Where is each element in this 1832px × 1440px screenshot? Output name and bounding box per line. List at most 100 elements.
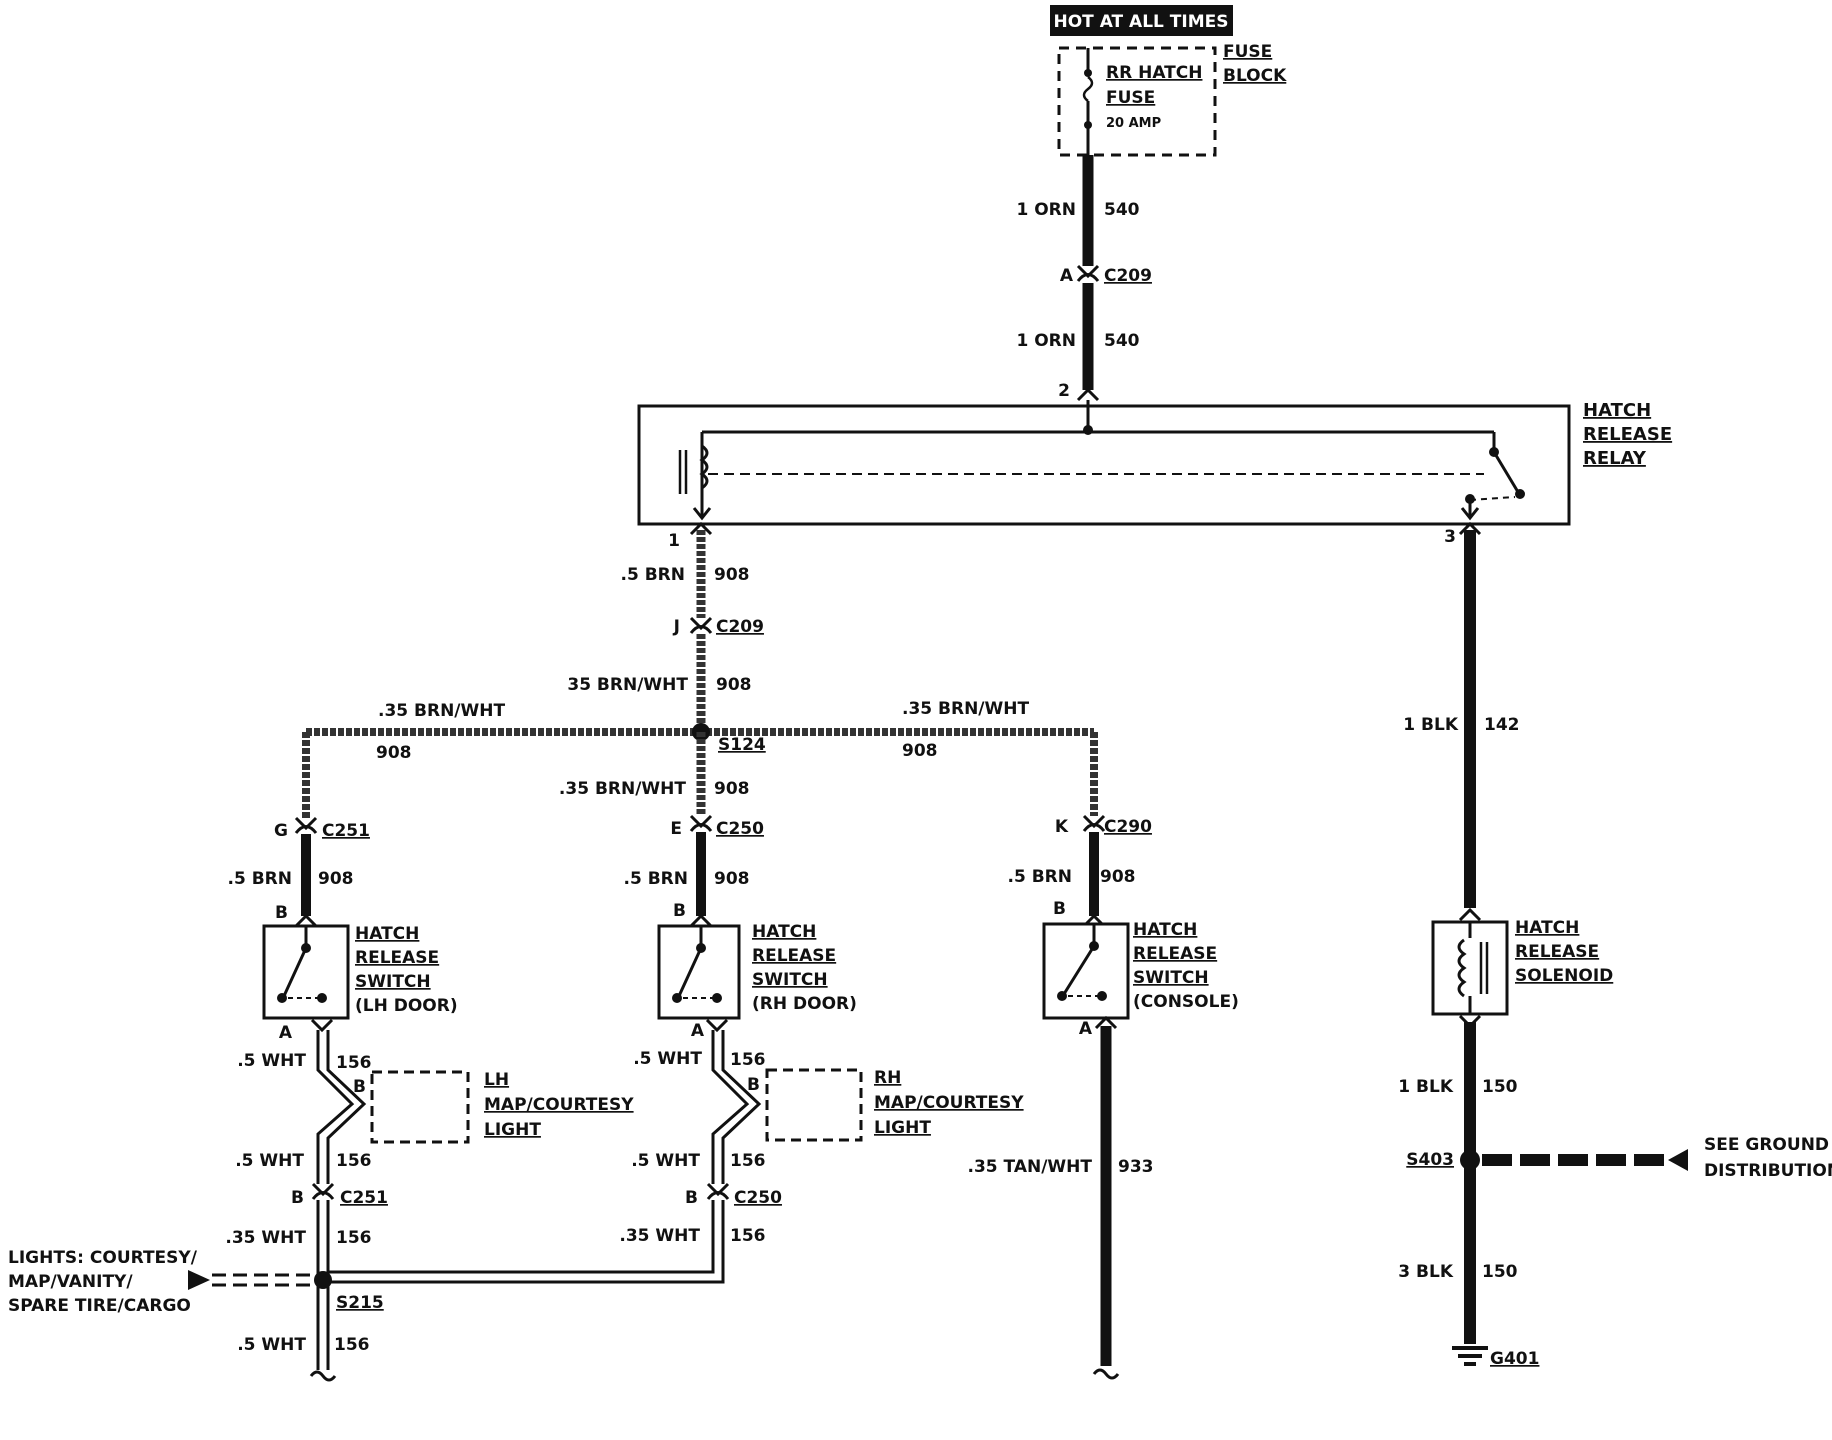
fuse-terminal-top [1084,69,1092,77]
console-switch-label-3: SWITCH [1133,968,1209,988]
rh-connector-pin: E [670,819,682,839]
fuse-icon [1082,76,1094,102]
lh-mid-circuit: 156 [336,1151,372,1171]
rh-light-label-1: RH [874,1068,901,1088]
fuse-name-line1: RR HATCH [1106,63,1202,83]
relay-label-line3: RELAY [1583,448,1647,469]
lh-low-gauge: .35 WHT [225,1228,306,1248]
lh-circuit: 908 [318,869,354,889]
trunk-wire-908: .5 BRN 908 J C209 35 BRN/WHT 908 S124 .3… [306,521,1094,763]
relay-label-line2: RELEASE [1583,424,1672,445]
rh-conn2-pin: B [685,1188,698,1208]
relay-contact-arm [1492,451,1520,493]
solenoid-label-2: RELEASE [1515,942,1599,962]
solenoid-wire-gauge: 1 BLK [1403,715,1459,735]
feed-wire-540: 1 ORN 540 A C209 1 ORN 540 2 [1016,155,1152,402]
rh-pin-b: B [673,901,686,921]
console-out-gauge: .35 TAN/WHT [968,1157,1093,1177]
rh-switch-label-1: HATCH [752,922,816,942]
feed-connector-pin: A [1060,266,1074,286]
console-branch: K C290 .5 BRN 908 B HATCH RELEASE SWITCH… [968,732,1239,1380]
rh-low-gauge: .35 WHT [619,1226,700,1246]
fuse-block-label-line2: BLOCK [1223,66,1287,86]
lh-gauge: .5 BRN [228,869,292,889]
rh-map-courtesy-light-box [765,1068,863,1142]
trunk-connector-pin: J [673,617,680,637]
rh-light-pin: B [747,1075,760,1095]
trunk-upper-gauge: .5 BRN [621,565,685,585]
lights-feed-label-3: SPARE TIRE/CARGO [8,1296,191,1316]
rh-conn2-name: C250 [734,1188,782,1208]
console-switch-label-4: (CONSOLE) [1133,992,1239,1012]
lights-feed-arrow-icon [188,1270,210,1290]
relay-coil-icon [699,444,709,490]
lh-mid-gauge: .5 WHT [235,1151,304,1171]
console-out-circuit: 933 [1118,1157,1154,1177]
fuse-name-line2: FUSE [1106,88,1155,108]
console-switch-label-1: HATCH [1133,920,1197,940]
lh-door-branch: G C251 .5 BRN 908 B HATCH RELEASE SWITCH… [225,732,634,1370]
left-branch-circuit: 908 [376,743,412,763]
console-pin-b: B [1053,899,1066,919]
console-circuit: 908 [1100,867,1136,887]
ground-g401-label: G401 [1490,1349,1539,1369]
rh-mid-circuit: 156 [730,1151,766,1171]
rh-branch-gauge: .35 BRN/WHT [559,779,686,799]
rh-gauge: .5 BRN [624,869,688,889]
relay-pin-3: 3 [1444,527,1456,547]
lh-switch-label-3: SWITCH [355,972,431,992]
rh-out-circuit: 156 [730,1050,766,1070]
rh-door-branch: .35 BRN/WHT 908 E C250 .5 BRN 908 B HATC… [328,732,1024,1284]
ground-ref-label-2: DISTRIBUTION [1704,1161,1832,1181]
lh-connector-name: C251 [322,821,370,841]
lh-pin-a: A [279,1023,293,1043]
console-switch-box [1042,922,1130,1020]
lh-pin-b: B [275,903,288,923]
fuse-block-label-line1: FUSE [1223,42,1272,62]
solenoid-out-circuit: 150 [1482,1077,1518,1097]
rh-switch-icon [677,947,703,997]
relay-pin-2: 2 [1058,381,1070,401]
rh-low-circuit: 156 [730,1226,766,1246]
trunk-connector-name: C209 [716,617,764,637]
feed-connector-name: C209 [1104,266,1152,286]
ground-distribution-arrow-icon [1668,1149,1688,1171]
relay-outline [637,404,1571,526]
fuse-rating: 20 AMP [1106,116,1161,131]
lh-light-pin: B [353,1077,366,1097]
fuse-block: HOT AT ALL TIMES RR HATCH FUSE 20 AMP FU… [1050,5,1287,157]
solenoid-low-gauge: 3 BLK [1398,1262,1454,1282]
splice-s215 [314,1271,332,1289]
solenoid-label-1: HATCH [1515,918,1579,938]
feed-upper-circuit: 540 [1104,200,1140,220]
console-switch-label-2: RELEASE [1133,944,1217,964]
rh-mid-gauge: .5 WHT [631,1151,700,1171]
right-branch-gauge: .35 BRN/WHT [902,699,1029,719]
console-connector-pin: K [1055,817,1069,837]
rh-pin-a: A [691,1021,705,1041]
lh-connector-pin: G [274,821,288,841]
lh-light-label-2: MAP/COURTESY [484,1095,634,1115]
hot-at-all-times-label: HOT AT ALL TIMES [1054,12,1229,32]
ground-ref-label-1: SEE GROUND [1704,1135,1829,1155]
lights-feed-label-2: MAP/VANITY/ [8,1272,133,1292]
solenoid-wire-circuit: 142 [1484,715,1520,735]
rh-light-label-2: MAP/COURTESY [874,1093,1024,1113]
trunk-lower-circuit: 908 [716,675,752,695]
trunk-upper-circuit: 908 [714,565,750,585]
lh-map-courtesy-light-box [370,1070,470,1144]
console-switch-icon [1062,945,1096,995]
feed-lower-circuit: 540 [1104,331,1140,351]
lights-feed-label-1: LIGHTS: COURTESY/ [8,1248,198,1268]
left-branch-gauge: .35 BRN/WHT [378,701,505,721]
lights-feed: S215 LIGHTS: COURTESY/ MAP/VANITY/ SPARE… [8,1248,384,1382]
rh-switch-box [657,924,741,1020]
lights-bottom-circuit: 156 [334,1335,370,1355]
relay-pin-1: 1 [668,531,680,551]
splice-s215-label: S215 [336,1293,384,1313]
rh-connector-name: C250 [716,819,764,839]
solenoid-coil-icon [1457,938,1467,998]
relay-label-line1: HATCH [1583,400,1651,421]
solenoid-low-circuit: 150 [1482,1262,1518,1282]
